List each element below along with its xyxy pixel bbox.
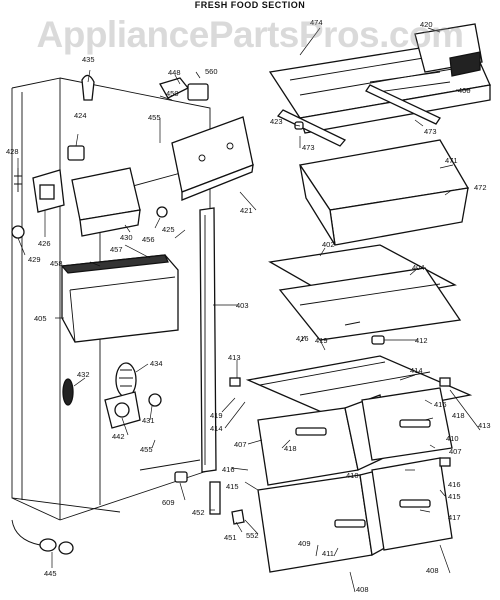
callout-421: 421	[240, 206, 253, 215]
callout-473: 473	[302, 143, 315, 152]
callout-560: 560	[205, 67, 218, 76]
callout-411: 411	[322, 549, 334, 558]
callout-413: 413	[478, 421, 491, 430]
crisper-cover-support-420[interactable]	[414, 23, 483, 77]
leader-lines	[17, 27, 481, 593]
thermostat-426[interactable]	[32, 169, 65, 213]
diagram-title: FRESH FOOD SECTION	[194, 0, 306, 10]
clip-609[interactable]	[174, 471, 188, 483]
callout-418: 418	[284, 444, 297, 453]
callout-445: 445	[44, 569, 57, 578]
callout-452: 452	[192, 508, 205, 517]
callout-450: 450	[166, 89, 179, 98]
callout-448: 448	[168, 68, 181, 77]
screw-428[interactable]	[14, 168, 22, 192]
callout-416: 416	[434, 400, 447, 409]
callout-418: 418	[452, 411, 465, 420]
callout-428: 428	[6, 147, 19, 156]
callout-408: 408	[426, 566, 439, 575]
mullion-strip-403[interactable]	[199, 207, 217, 473]
callout-404: 404	[412, 263, 425, 272]
bulb-431[interactable]	[148, 393, 162, 407]
crisper-drawer-408-right[interactable]	[371, 457, 453, 551]
callout-414: 414	[210, 424, 223, 433]
callout-552: 552	[246, 531, 259, 540]
callout-431: 431	[142, 416, 155, 425]
glass-shelf-402[interactable]	[268, 244, 462, 341]
callout-609: 609	[162, 498, 175, 507]
callout-413: 413	[228, 353, 241, 362]
shelf-rail-473[interactable]	[276, 84, 441, 147]
callout-labels: 420 474 400 473 473 423 471 472 435 448 …	[6, 18, 491, 594]
callout-442: 442	[112, 432, 125, 441]
callout-420: 420	[420, 20, 433, 29]
callout-473: 473	[424, 127, 437, 136]
callout-419: 419	[315, 336, 328, 345]
shelf-support-412[interactable]	[371, 335, 385, 345]
callout-432: 432	[77, 370, 90, 379]
callout-426: 426	[38, 239, 51, 248]
callout-403: 403	[236, 301, 249, 310]
callout-419: 419	[210, 411, 223, 420]
callout-429: 429	[28, 255, 41, 264]
callout-451: 451	[224, 533, 237, 542]
callout-415: 415	[226, 482, 239, 491]
screw-451[interactable]	[231, 509, 245, 525]
bracket-448[interactable]	[159, 77, 209, 101]
callout-458: 458	[50, 259, 63, 268]
callout-408: 408	[356, 585, 369, 594]
callout-456: 456	[142, 235, 155, 244]
meat-pan-471[interactable]	[298, 139, 470, 246]
light-socket-424[interactable]	[67, 145, 85, 161]
callout-434: 434	[150, 359, 163, 368]
cord-445[interactable]	[11, 519, 74, 555]
callout-410: 410	[346, 471, 359, 480]
callout-423: 423	[270, 117, 283, 126]
callout-424: 424	[74, 111, 87, 120]
control-panel-421[interactable]	[171, 116, 254, 201]
callout-474: 474	[310, 18, 323, 27]
callout-407: 407	[449, 447, 462, 456]
drawer-support-413[interactable]	[229, 377, 451, 467]
callout-455: 455	[140, 445, 153, 454]
callout-417: 417	[448, 513, 461, 522]
door-switch-432[interactable]	[62, 378, 74, 406]
callout-457: 457	[110, 245, 123, 254]
fastener-425[interactable]	[156, 206, 168, 218]
dairy-compartment-405[interactable]	[60, 254, 179, 343]
callout-416: 416	[296, 334, 309, 343]
callout-455: 455	[148, 113, 161, 122]
callout-407: 407	[234, 440, 247, 449]
callout-416: 416	[448, 480, 461, 489]
control-knob-429[interactable]	[11, 225, 25, 239]
callout-410: 410	[446, 434, 459, 443]
callout-412: 412	[415, 336, 428, 345]
crisper-drawer-418-right[interactable]	[361, 387, 453, 461]
callout-471: 471	[445, 156, 458, 165]
control-housing-430[interactable]	[71, 167, 141, 237]
light-switch-442[interactable]	[104, 391, 141, 429]
bracket-452[interactable]	[209, 481, 221, 515]
callout-435: 435	[82, 55, 95, 64]
callout-415: 415	[448, 492, 461, 501]
callout-472: 472	[474, 183, 487, 192]
callout-402: 402	[322, 240, 335, 249]
callout-430: 430	[120, 233, 133, 242]
callout-425: 425	[162, 225, 175, 234]
callout-414: 414	[410, 366, 423, 375]
hinge-cap-435[interactable]	[81, 74, 95, 101]
callout-409: 409	[298, 539, 311, 548]
callout-416: 416	[222, 465, 235, 474]
callout-400: 400	[458, 86, 471, 95]
callout-405: 405	[34, 314, 47, 323]
